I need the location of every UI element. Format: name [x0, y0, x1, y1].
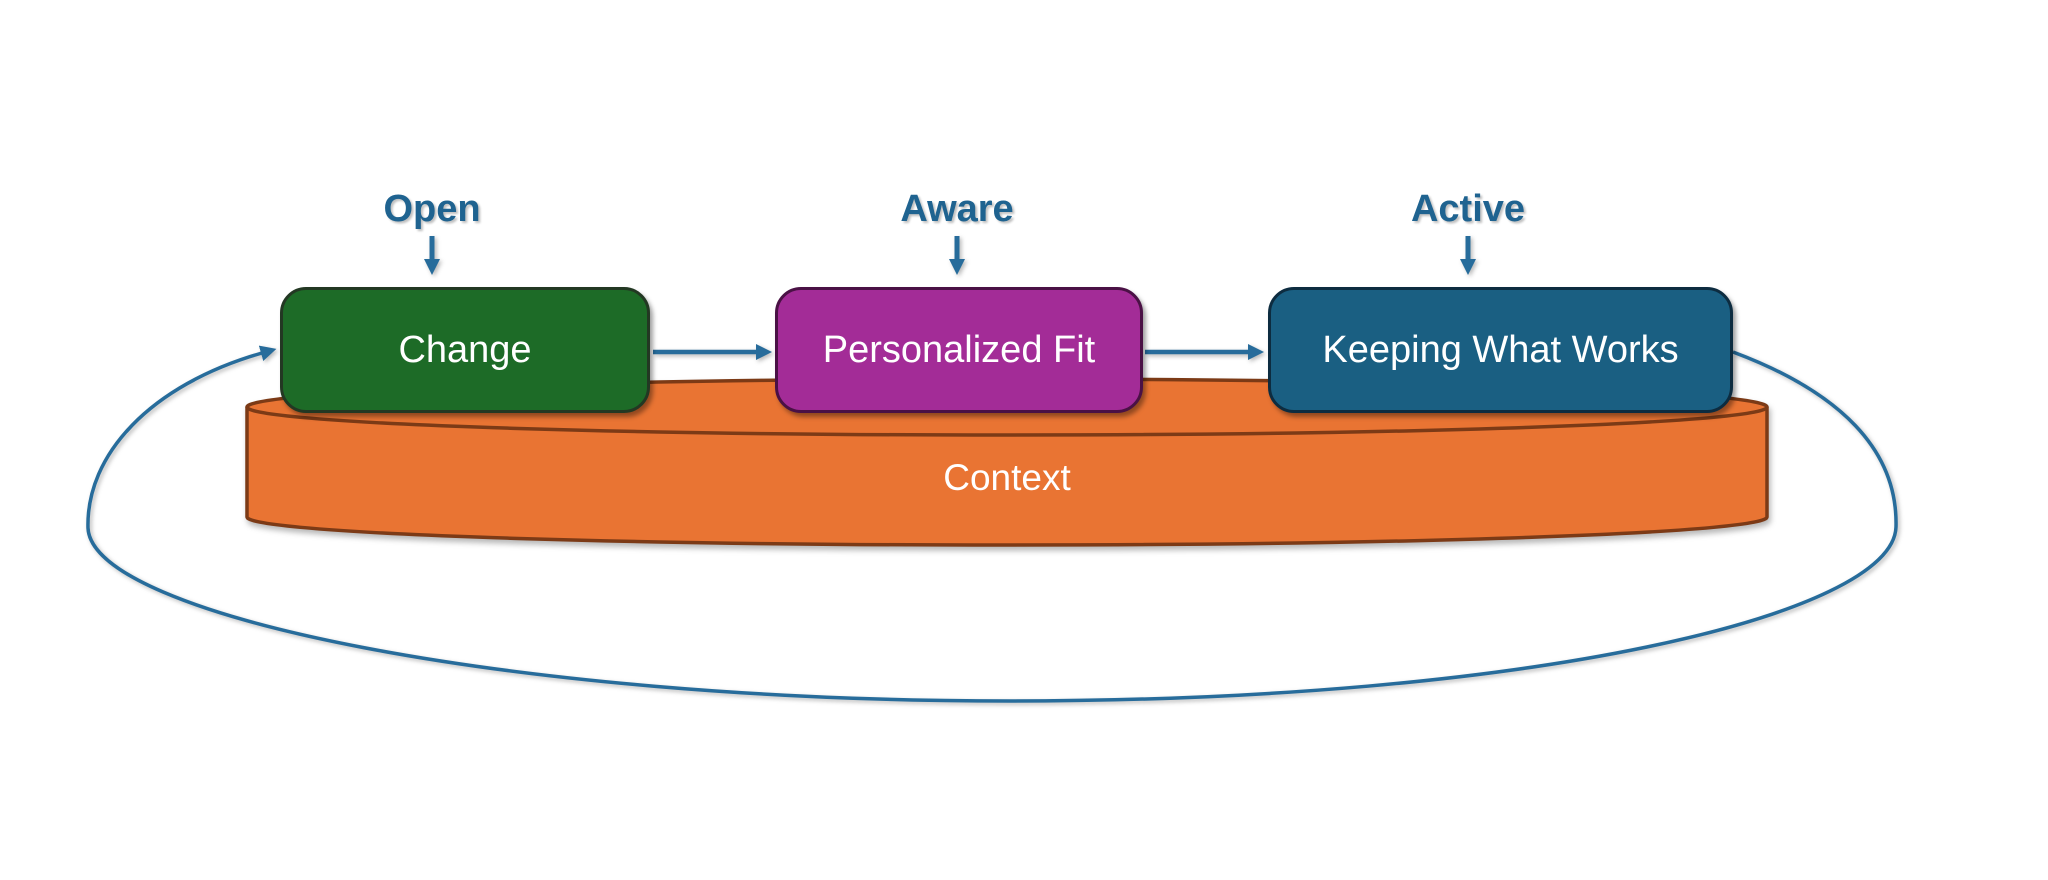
context-label: Context [943, 457, 1071, 498]
stage-label-active: Active [1410, 188, 1526, 230]
box-keeping-what-works-text: Keeping What Works [1322, 328, 1679, 371]
feedback-loop-arrow [86, 345, 1898, 703]
box-keeping-what-works: Keeping What Works [1268, 287, 1733, 413]
box-change: Change [280, 287, 650, 413]
box-personalized-fit: Personalized Fit [775, 287, 1143, 413]
stage-label-open: Open [383, 188, 481, 230]
box-change-text: Change [398, 328, 532, 371]
context-cylinder-body [245, 407, 1769, 547]
arrows [86, 236, 1898, 703]
stage-label-aware: Aware [900, 188, 1014, 230]
box-personalized-fit-text: Personalized Fit [822, 328, 1096, 371]
